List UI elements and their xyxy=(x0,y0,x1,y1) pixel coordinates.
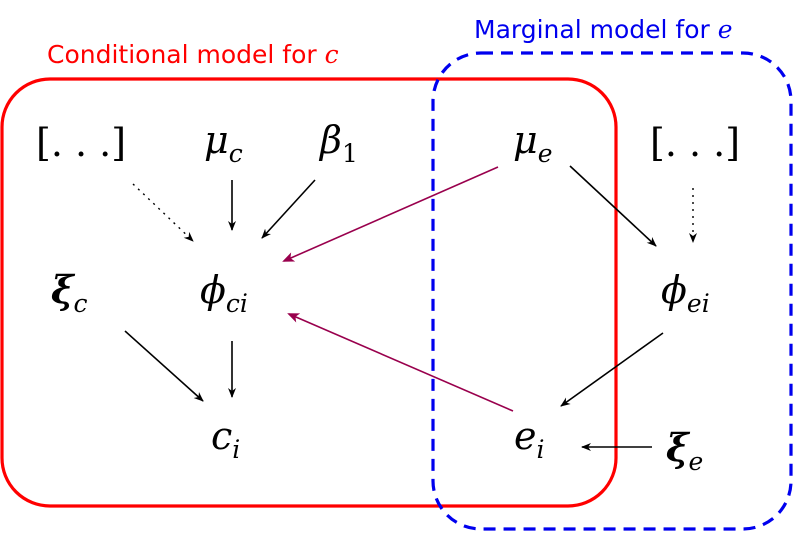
node-phi-ei: ϕei xyxy=(661,268,710,318)
edge-mu-e-to-phi-ci xyxy=(282,166,499,262)
edge-xi-c-to-c-i xyxy=(124,330,204,402)
conditional-model-box xyxy=(0,77,618,508)
marginal-model-box xyxy=(431,51,793,531)
conditional-model-title: Conditional model for c xyxy=(47,40,339,69)
node-xi-c: ξc xyxy=(51,267,88,318)
node-beta-1: β1 xyxy=(318,118,358,168)
node-ellipsis-left: [. . .] xyxy=(36,121,126,165)
edge-e-i-to-phi-ci xyxy=(287,313,514,412)
node-c-i: ci xyxy=(211,414,240,464)
node-mu-e: μe xyxy=(513,118,553,168)
node-phi-ci: ϕci xyxy=(200,268,248,318)
edge-phi-ei-to-e-i xyxy=(560,332,664,407)
node-e-i: ei xyxy=(514,414,545,464)
edge-mu-e-to-phi-ei xyxy=(569,165,657,247)
edge-ellipsis-to-phi-ci xyxy=(132,183,194,242)
marginal-model-title: Marginal model for e xyxy=(474,15,733,44)
node-ellipsis-right: [. . .] xyxy=(650,121,740,165)
node-xi-e: ξe xyxy=(666,425,703,476)
edge-beta-1-to-phi-ci xyxy=(261,179,316,239)
node-mu-c: μc xyxy=(204,118,243,168)
